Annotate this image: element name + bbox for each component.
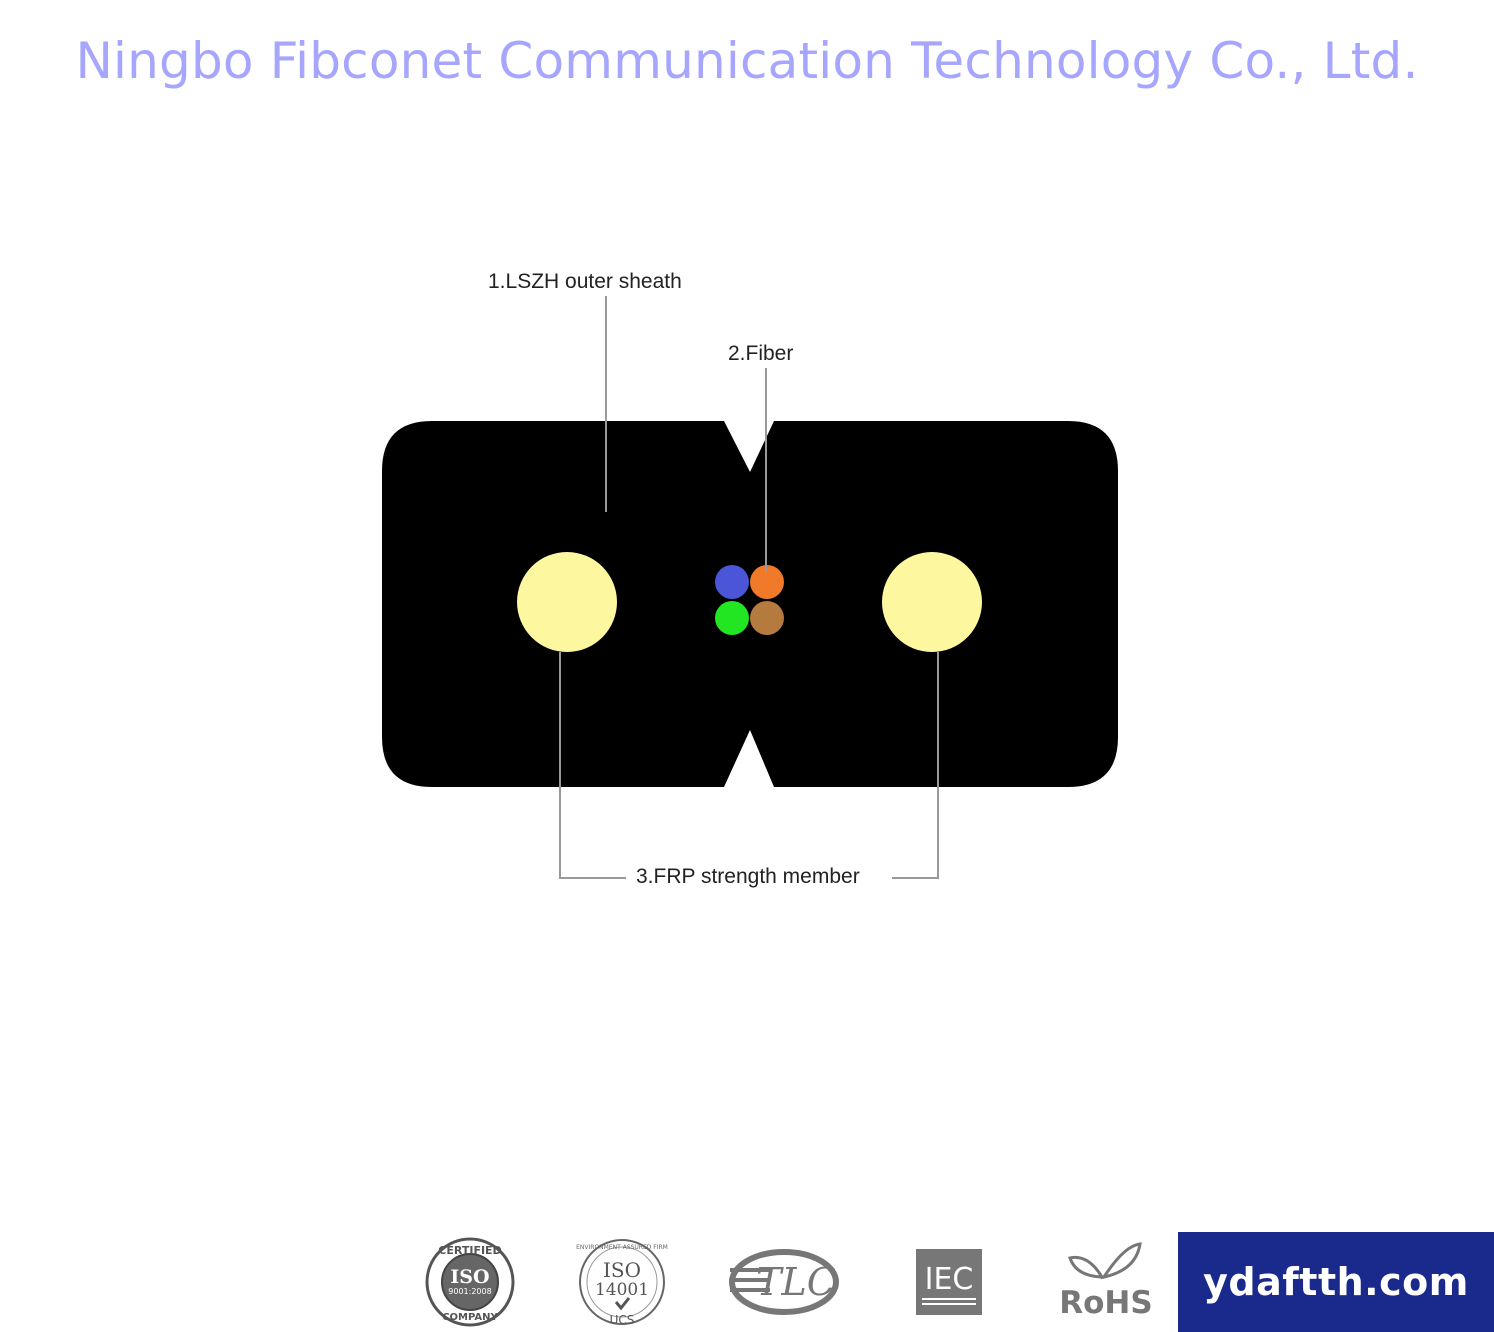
- tlc-mark: TLC: [756, 1260, 836, 1304]
- leaf-icon: [1068, 1255, 1105, 1279]
- fiber-blue: [715, 565, 749, 599]
- strength-member-right: [882, 552, 982, 652]
- iec-mark: IEC: [925, 1262, 974, 1297]
- rohs-logo: RoHS: [1059, 1242, 1153, 1321]
- company-title: Ningbo Fibconet Communication Technology…: [75, 32, 1419, 90]
- cable-cross-section-diagram: [382, 296, 1118, 879]
- fiber-brown: [750, 601, 784, 635]
- rohs-mark: RoHS: [1059, 1285, 1152, 1321]
- iso14001-bottom-text: UCS: [610, 1313, 635, 1327]
- iso9001-bottom-text: COMPANY: [442, 1312, 498, 1323]
- iso14001-ring-text: ENVIRONMENT ASSURED FIRM: [576, 1244, 668, 1251]
- iso9001-mark: ISO: [450, 1266, 489, 1288]
- label-frp-strength-member: 3.FRP strength member: [636, 865, 860, 888]
- iso9001-number: 9001:2008: [448, 1287, 491, 1296]
- certification-logos: CERTIFIED ISO 9001:2008 COMPANY ENVIRONM…: [0, 1232, 1494, 1332]
- iso-9001-logo: CERTIFIED ISO 9001:2008 COMPANY: [425, 1237, 515, 1327]
- outer-sheath-shape: [382, 421, 1118, 787]
- leader-line-frp-right: [892, 652, 939, 879]
- iso9001-top-text: CERTIFIED: [438, 1244, 501, 1257]
- iso14001-mark: ISO: [603, 1258, 641, 1282]
- website-banner[interactable]: ydaftth.com: [1178, 1232, 1494, 1332]
- fiber-green: [715, 601, 749, 635]
- leader-line-frp-left: [559, 652, 626, 879]
- fiber-orange: [750, 565, 784, 599]
- website-url[interactable]: ydaftth.com: [1203, 1260, 1469, 1304]
- iso-14001-logo: ENVIRONMENT ASSURED FIRM ISO 14001 UCS: [576, 1239, 668, 1327]
- label-fiber: 2.Fiber: [728, 342, 794, 365]
- iec-logo: IEC: [916, 1249, 982, 1315]
- iso14001-number: 14001: [595, 1280, 649, 1300]
- label-outer-sheath: 1.LSZH outer sheath: [488, 270, 682, 293]
- tlc-logo: TLC: [729, 1249, 839, 1315]
- strength-member-left: [517, 552, 617, 652]
